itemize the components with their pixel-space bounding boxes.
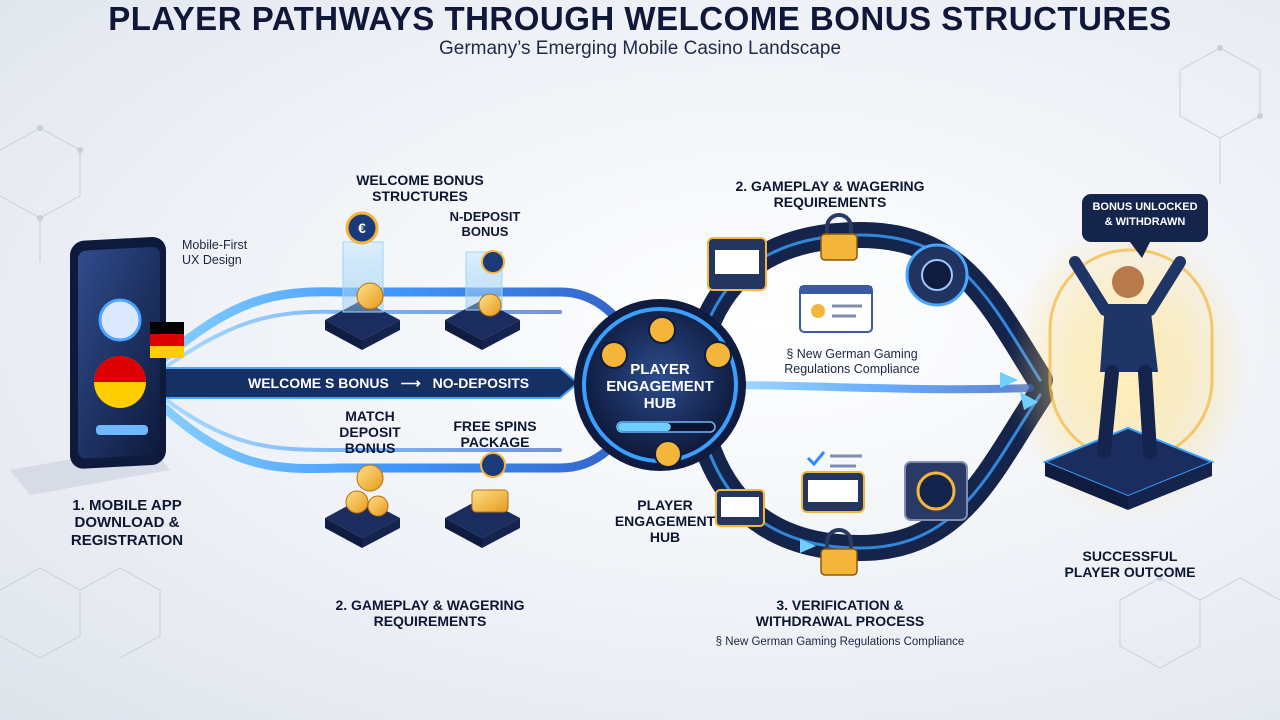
engagement-hub xyxy=(574,299,746,471)
ux-note: Mobile-First UX Design xyxy=(182,238,248,267)
hex-node-dots xyxy=(37,45,1263,581)
step-2-upper-label: 2. GAMEPLAY & WAGERING REQUIREMENTS xyxy=(735,178,925,211)
pedestal-match-deposit xyxy=(325,464,400,548)
page-subtitle: Germany’s Emerging Mobile Casino Landsca… xyxy=(438,38,842,59)
outcome-label: SUCCESSFUL PLAYER OUTCOME xyxy=(1064,548,1196,581)
vault-icon xyxy=(904,461,968,521)
slot-machine-icon xyxy=(707,237,767,291)
lock-icon xyxy=(820,528,858,576)
mobile-phone xyxy=(10,237,170,495)
step-1-label: 1. MOBILE APP DOWNLOAD & REGISTRATION xyxy=(70,497,184,549)
banner-arrow-icon: ⟶ xyxy=(400,375,421,391)
pedestal-no-deposit xyxy=(445,250,520,350)
banner-right-text: NO-DEPOSITS xyxy=(432,375,530,391)
page-title: PLAYER PATHWAYS THROUGH WELCOME BONUS ST… xyxy=(108,0,1172,37)
gear-icon xyxy=(905,243,969,307)
slot-machine-icon xyxy=(715,489,765,527)
hub-progress-fill xyxy=(618,423,671,431)
celebrating-player xyxy=(1069,256,1186,459)
id-card-icon xyxy=(799,285,873,333)
lock-icon xyxy=(820,213,858,261)
step-3-label: 3. VERIFICATION & WITHDRAWAL PROCESS xyxy=(755,597,925,630)
pedestal-free-spins xyxy=(445,452,520,548)
svg-text:€: € xyxy=(358,220,366,236)
welcome-structures-label: WELCOME BONUS STRUCTURES xyxy=(356,172,484,205)
bonus-banner-text: WELCOME S BONUS ⟶ NO-DEPOSITS xyxy=(248,375,529,392)
bonus-unlocked-bubble: BONUS UNLOCKED & WITHDRAWN xyxy=(1082,194,1208,242)
step-2-lower-label: 2. GAMEPLAY & WAGERING REQUIREMENTS xyxy=(335,597,525,630)
checklist-icon xyxy=(806,451,862,468)
flow-arrows xyxy=(800,372,1038,553)
lower-compliance-note: § New German Gaming Regulations Complian… xyxy=(715,636,965,648)
slot-machine-icon xyxy=(801,471,865,513)
pedestal-welcome: € xyxy=(325,211,400,350)
free-spins-label: FREE SPINS PACKAGE xyxy=(453,418,537,451)
hub-lower-label: PLAYER ENGAGEMENT HUB xyxy=(614,497,716,546)
banner-left-text: WELCOME S BONUS xyxy=(248,375,389,391)
speech-pointer xyxy=(1130,242,1150,258)
upper-compliance-note: § New German Gaming Regulations Complian… xyxy=(784,347,920,376)
match-deposit-label: MATCH DEPOSIT BONUS xyxy=(339,408,401,457)
no-deposit-label: N-DEPOSIT BONUS xyxy=(449,209,521,239)
germany-flag-icon xyxy=(150,322,184,358)
hub-title: PLAYER ENGAGEMENT HUB xyxy=(606,361,714,412)
